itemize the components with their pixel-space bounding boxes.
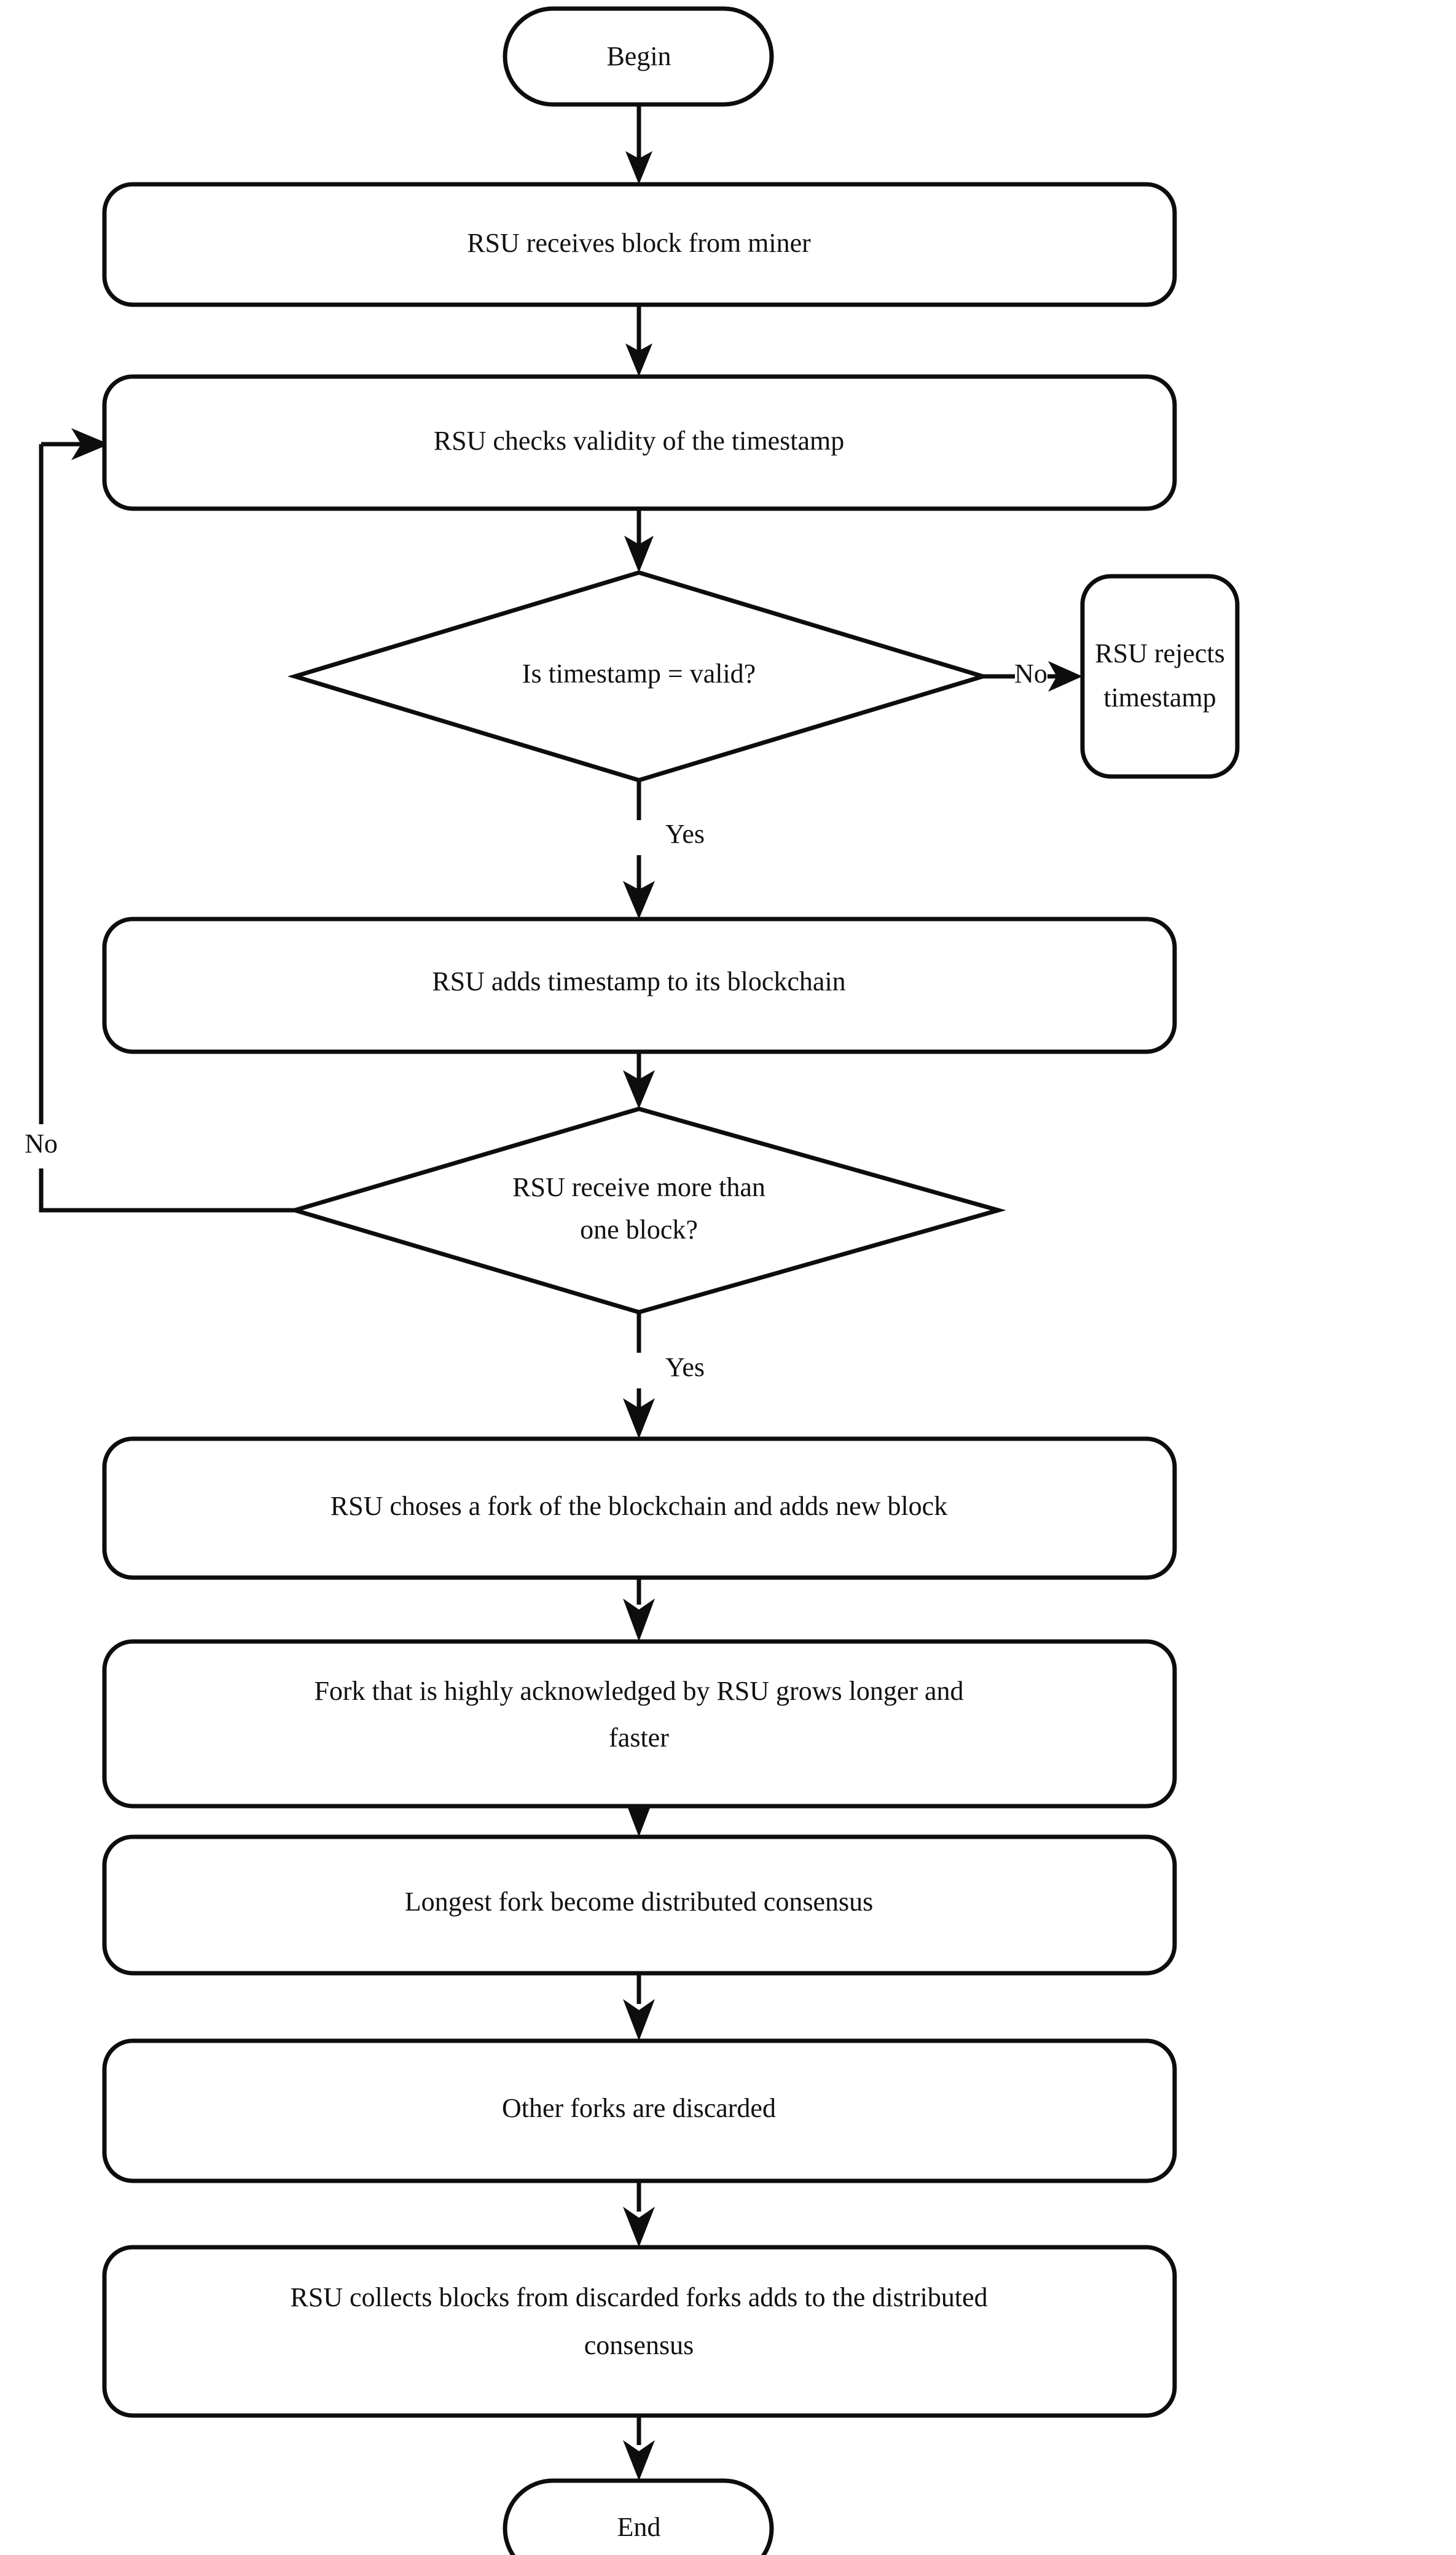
is-timestamp-valid-label: Is timestamp = valid?	[522, 659, 756, 689]
choose-fork-shape	[102, 1436, 1177, 1580]
edge-receive-block-to-check-timestamp	[625, 305, 652, 377]
edge-choose-fork-to-fork-grows	[623, 1578, 655, 1641]
node-check-timestamp[interactable]: RSU checks validity of the timestamp	[102, 374, 1177, 511]
begin-terminal-shape	[503, 6, 774, 107]
edge-decision1-yes-to-add-timestamp	[623, 780, 655, 919]
node-end[interactable]: End	[503, 2478, 774, 2555]
node-begin[interactable]: Begin	[503, 6, 774, 107]
check-timestamp-shape	[102, 374, 1177, 511]
reject-timestamp-shape	[1080, 574, 1240, 779]
edge-label-timestamp-no: No	[1014, 659, 1047, 689]
longest-fork-shape	[102, 1834, 1177, 1976]
node-more-than-one-block[interactable]: RSU receive more than one block?	[287, 1106, 1006, 1315]
end-terminal-shape	[503, 2478, 774, 2555]
node-choose-fork[interactable]: RSU choses a fork of the blockchain and …	[102, 1436, 1177, 1580]
edge-label-more-blocks-yes: Yes	[665, 1352, 705, 1382]
edge-label-timestamp-yes: Yes	[665, 819, 705, 849]
begin-label: Begin	[606, 41, 671, 71]
edge-decision2-yes-to-choose-fork	[623, 1312, 655, 1439]
edge-other-forks-to-collect-blocks	[623, 2181, 655, 2247]
other-forks-shape	[102, 2038, 1177, 2183]
edge-collect-blocks-to-end	[623, 2416, 655, 2481]
edge-begin-to-receive-block	[625, 104, 652, 184]
edge-check-timestamp-to-decision1	[624, 509, 654, 573]
node-add-timestamp[interactable]: RSU adds timestamp to its blockchain	[102, 917, 1177, 1054]
node-longest-fork[interactable]: Longest fork become distributed consensu…	[102, 1834, 1177, 1976]
add-timestamp-label: RSU adds timestamp to its blockchain	[432, 966, 845, 996]
collect-blocks-shape	[102, 2245, 1177, 2418]
node-receive-block[interactable]: RSU receives block from miner	[102, 182, 1177, 307]
choose-fork-label: RSU choses a fork of the blockchain and …	[331, 1491, 947, 1521]
edge-label-more-blocks-no: No	[25, 1129, 58, 1159]
edge-decision2-no-loop-to-check-timestamp	[29, 428, 295, 1213]
node-reject-timestamp[interactable]: RSU rejects timestamp	[1080, 574, 1240, 779]
edge-add-timestamp-to-decision2	[623, 1052, 655, 1109]
node-other-forks[interactable]: Other forks are discarded	[102, 2038, 1177, 2183]
more-than-one-block-label-line1: RSU receive more than	[512, 1172, 765, 1202]
node-is-timestamp-valid[interactable]: Is timestamp = valid?	[287, 570, 991, 783]
check-timestamp-label: RSU checks validity of the timestamp	[434, 426, 844, 456]
fork-grows-label-line1: Fork that is highly acknowledged by RSU …	[314, 1676, 963, 1706]
receive-block-shape	[102, 182, 1177, 307]
reject-timestamp-label-line1: RSU rejects	[1095, 638, 1224, 668]
receive-block-label: RSU receives block from miner	[467, 228, 811, 258]
node-collect-blocks[interactable]: RSU collects blocks from discarded forks…	[102, 2245, 1177, 2418]
add-timestamp-shape	[102, 917, 1177, 1054]
reject-timestamp-label-line2: timestamp	[1103, 683, 1216, 713]
longest-fork-label: Longest fork become distributed consensu…	[405, 1887, 874, 1917]
node-fork-grows[interactable]: Fork that is highly acknowledged by RSU …	[102, 1639, 1177, 1809]
edge-longest-fork-to-other-forks	[623, 1973, 655, 2041]
end-label: End	[617, 2512, 661, 2542]
is-timestamp-valid-shape	[287, 570, 991, 783]
fork-grows-label-line2: faster	[609, 1723, 669, 1753]
fork-grows-shape	[102, 1639, 1177, 1809]
more-than-one-block-shape	[287, 1106, 1006, 1315]
collect-blocks-label-line2: consensus	[584, 2330, 694, 2360]
other-forks-label: Other forks are discarded	[502, 2093, 776, 2123]
collect-blocks-label-line1: RSU collects blocks from discarded forks…	[290, 2282, 987, 2312]
more-than-one-block-label-line2: one block?	[580, 1215, 698, 1245]
